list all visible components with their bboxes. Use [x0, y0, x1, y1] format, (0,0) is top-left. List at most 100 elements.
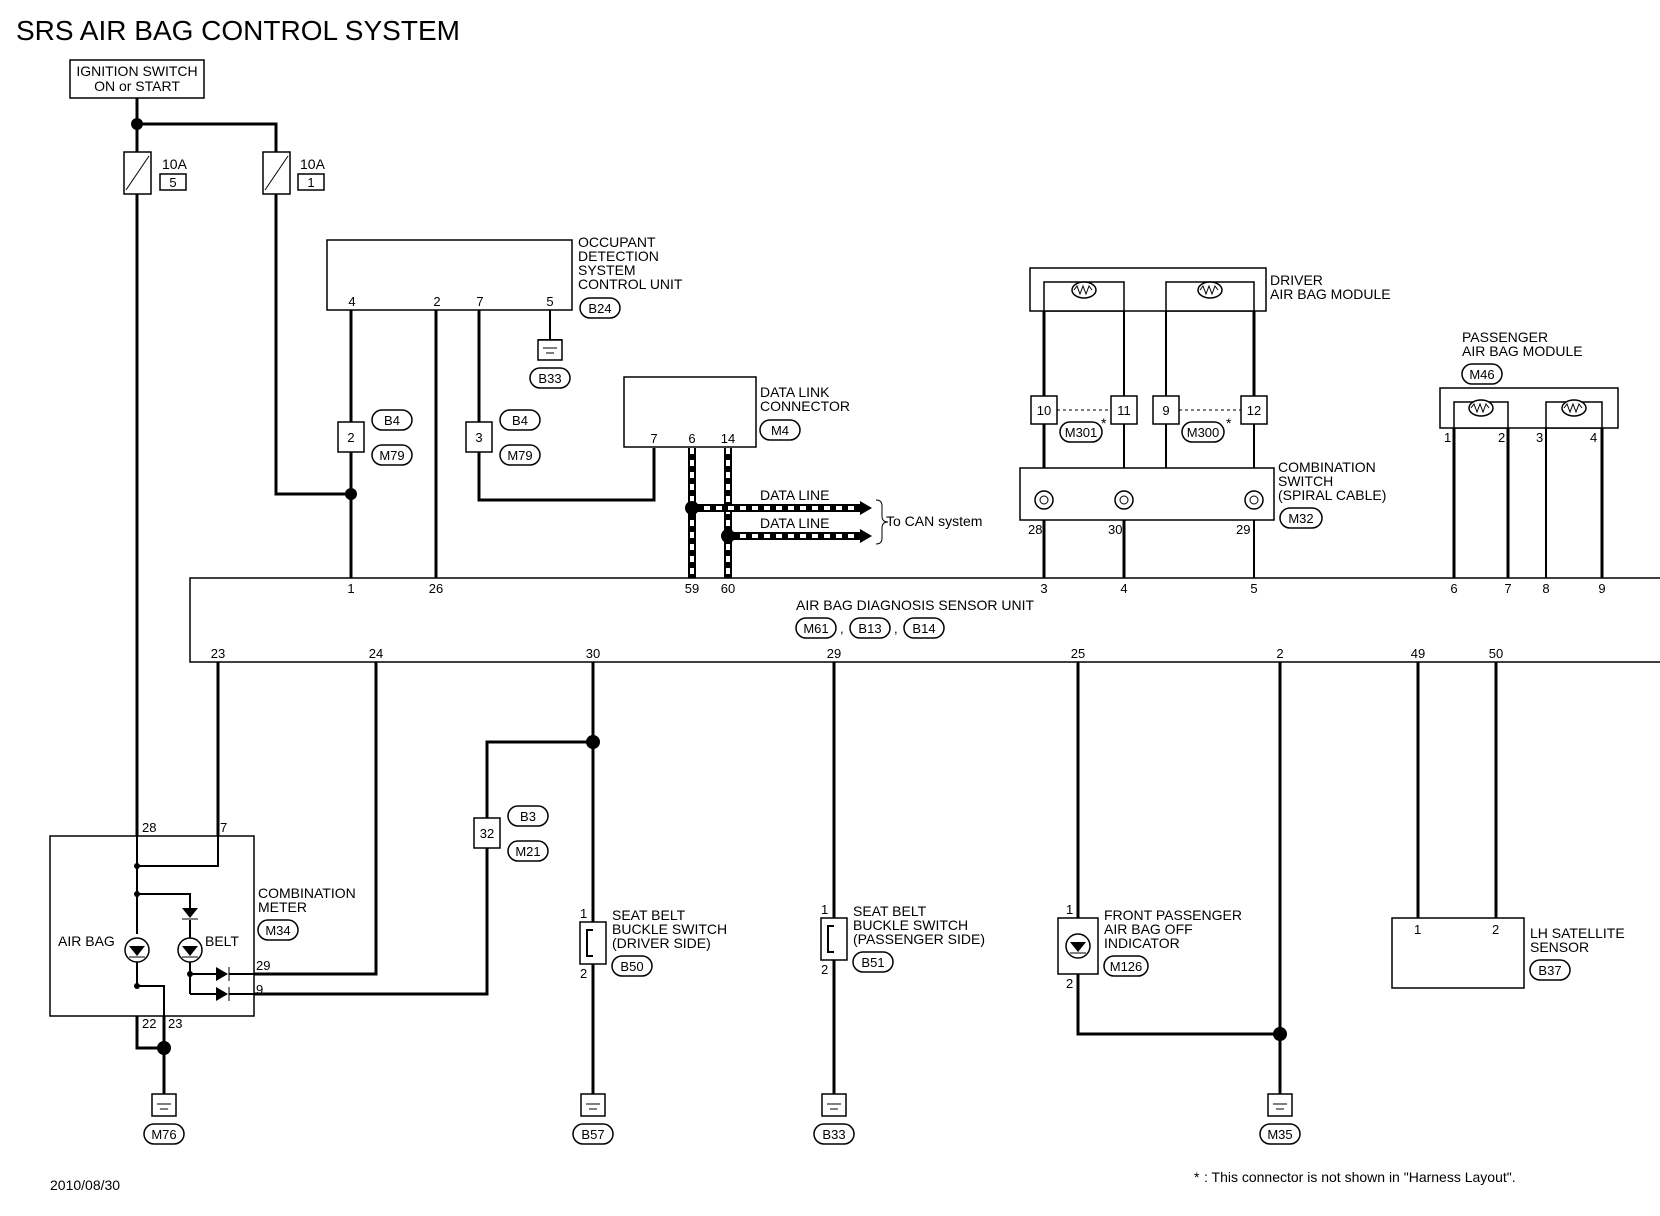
sensor-conn: B14: [912, 621, 935, 636]
sensor-bottom-pin: 25: [1071, 646, 1085, 661]
odscu-line2: DETECTION: [578, 248, 659, 264]
odscu-line4: CONTROL UNIT: [578, 276, 683, 292]
driver-module-line1: DRIVER: [1270, 272, 1323, 288]
spiral-line2: SWITCH: [1278, 473, 1333, 489]
passenger-pin: 4: [1590, 430, 1597, 445]
meter-pin: 28: [142, 820, 156, 835]
footnote-star-left: *: [1101, 415, 1107, 431]
dlc-connector: M4: [771, 423, 789, 438]
junction-b4-m79-b: 3 B4 M79: [465, 409, 541, 466]
spiral-pin: 30: [1108, 522, 1122, 537]
driver-conn-left: M301: [1065, 425, 1098, 440]
spiral-pin: 28: [1028, 522, 1042, 537]
sensor-bottom-pin: 50: [1489, 646, 1503, 661]
ignition-line2: ON or START: [94, 78, 180, 94]
fuse-a-rating: 10A: [162, 156, 188, 172]
passenger-module-line1: PASSENGER: [1462, 329, 1548, 345]
driver-pin: 11: [1117, 403, 1131, 418]
junction-b4-m79-a: 2 B4 M79: [337, 409, 413, 466]
jc-b4-b-bottom: M79: [507, 448, 532, 463]
sensor-bottom-pin: 23: [211, 646, 225, 661]
ground-b57: B57: [572, 1093, 614, 1145]
driver-pin: 12: [1247, 403, 1261, 418]
sb-pass-pin: 1: [821, 902, 828, 917]
ground-m35: M35: [1259, 1093, 1301, 1145]
jc-b4-b-pin: 3: [475, 430, 482, 445]
footnote-star: *: [1194, 1169, 1200, 1185]
fuse-b: 10A 1: [297, 156, 326, 191]
footnote-star-right: *: [1226, 415, 1232, 431]
sensor-top-pin: 3: [1040, 581, 1047, 596]
airbag-diagnosis-sensor-unit: AIR BAG DIAGNOSIS SENSOR UNIT M61 , B13 …: [189, 577, 1660, 663]
junction-b3-m21: 32 B3 M21: [473, 805, 549, 862]
diagram-date: 2010/08/30: [50, 1177, 120, 1193]
ground-b33: B33: [813, 1093, 855, 1145]
sensor-unit-name: AIR BAG DIAGNOSIS SENSOR UNIT: [796, 597, 1034, 613]
pass-off-pin: 1: [1066, 902, 1073, 917]
passenger-pin: 1: [1444, 430, 1451, 445]
passenger-pin: 3: [1536, 430, 1543, 445]
spiral-line3: (SPIRAL CABLE): [1278, 487, 1386, 503]
pass-off-pin: 2: [1066, 976, 1073, 991]
jc-b3-bottom: M21: [515, 844, 540, 859]
ground-label: M35: [1267, 1127, 1292, 1142]
meter-pin: 23: [168, 1016, 182, 1031]
sensor-bottom-pin: 49: [1411, 646, 1425, 661]
meter-pin: 22: [142, 1016, 156, 1031]
odscu-pin: 4: [348, 294, 355, 309]
pass-off-line1: FRONT PASSENGER: [1104, 907, 1242, 923]
spiral-connector: M32: [1288, 511, 1313, 526]
meter-pin: 9: [256, 982, 263, 997]
spiral-cable: 28 30 29 COMBINATION SWITCH (SPIRAL CABL…: [1019, 459, 1386, 537]
passenger-airbag-module: PASSENGER AIR BAG MODULE M46 1 2 3 4: [1439, 329, 1619, 578]
passenger-pin: 2: [1498, 430, 1505, 445]
sensor-top-pin: 1: [347, 581, 354, 596]
sb-driver-connector: B50: [620, 959, 643, 974]
lh-satellite-sensor: 1 2 LH SATELLITE SENSOR B37: [1391, 917, 1625, 989]
lh-sensor-line2: SENSOR: [1530, 939, 1589, 955]
odscu-pin: 7: [476, 294, 483, 309]
jc-b3-top: B3: [520, 809, 536, 824]
ground-m76: M76: [143, 1093, 185, 1145]
driver-pin: 10: [1037, 403, 1051, 418]
odscu-line1: OCCUPANT: [578, 234, 656, 250]
meter-pin: 7: [220, 820, 227, 835]
sensor-conn: B13: [858, 621, 881, 636]
passenger-module-connector: M46: [1469, 367, 1494, 382]
meter-connector: M34: [265, 923, 290, 938]
occupant-detection-unit: OCCUPANT DETECTION SYSTEM CONTROL UNIT B…: [326, 234, 683, 319]
sb-pass-line2: BUCKLE SWITCH: [853, 917, 968, 933]
lh-sensor-pin: 2: [1492, 922, 1499, 937]
sensor-top-pin: 60: [721, 581, 735, 596]
odscu-wires: [349, 310, 656, 578]
jc-b4-b-top: B4: [512, 413, 528, 428]
spiral-pin: 29: [1236, 522, 1250, 537]
sb-pass-line1: SEAT BELT: [853, 903, 927, 919]
can-system-label: To CAN system: [886, 513, 982, 529]
meter-pin: 29: [256, 958, 270, 973]
sb-pass-connector: B51: [861, 955, 884, 970]
sensor-bottom-pin: 2: [1276, 646, 1283, 661]
footnote-text: : This connector is not shown in "Harnes…: [1204, 1169, 1516, 1185]
data-line-1: DATA LINE: [760, 487, 830, 503]
sensor-conn-sep: ,: [840, 621, 844, 636]
lower-wires: [216, 662, 1498, 1094]
sb-driver-line3: (DRIVER SIDE): [612, 935, 711, 951]
pass-off-line3: INDICATOR: [1104, 935, 1180, 951]
sensor-conn: M61: [803, 621, 828, 636]
lh-sensor-connector: B37: [1538, 963, 1561, 978]
spiral-line1: COMBINATION: [1278, 459, 1376, 475]
sensor-bottom-pin: 30: [586, 646, 600, 661]
sensor-top-pin: 8: [1542, 581, 1549, 596]
dlc-pin: 7: [650, 431, 657, 446]
meter-airbag-label: AIR BAG: [58, 933, 115, 949]
sensor-top-pin: 59: [685, 581, 699, 596]
meter-belt-label: BELT: [205, 933, 239, 949]
jc-b4-a-top: B4: [384, 413, 400, 428]
sensor-top-pin: 9: [1598, 581, 1605, 596]
odscu-line3: SYSTEM: [578, 262, 636, 278]
fuse-a-number: 5: [169, 175, 176, 190]
jc-b3-pin: 32: [480, 826, 494, 841]
